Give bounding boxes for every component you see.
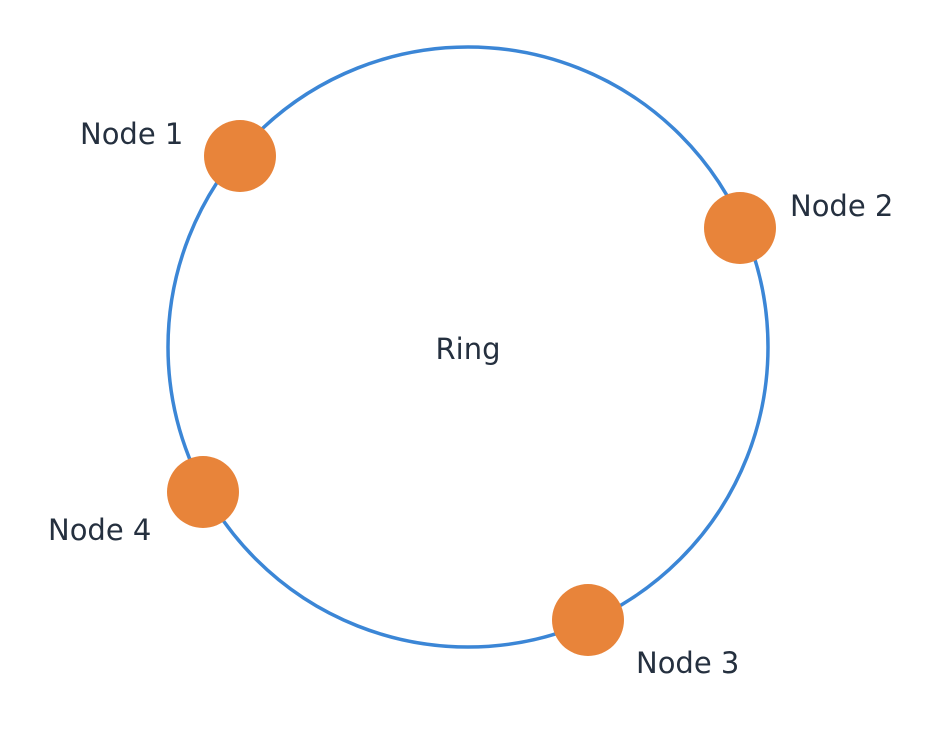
node-4-label: Node 4 [48, 513, 151, 547]
node-1-label: Node 1 [80, 117, 183, 151]
ring-circle [166, 45, 770, 649]
node-2-label: Node 2 [790, 189, 893, 223]
node-2-dot [704, 192, 776, 264]
node-3-label: Node 3 [636, 646, 739, 680]
node-4-dot [167, 456, 239, 528]
node-3-dot [552, 584, 624, 656]
ring-label: Ring [436, 332, 501, 366]
node-1-dot [204, 120, 276, 192]
